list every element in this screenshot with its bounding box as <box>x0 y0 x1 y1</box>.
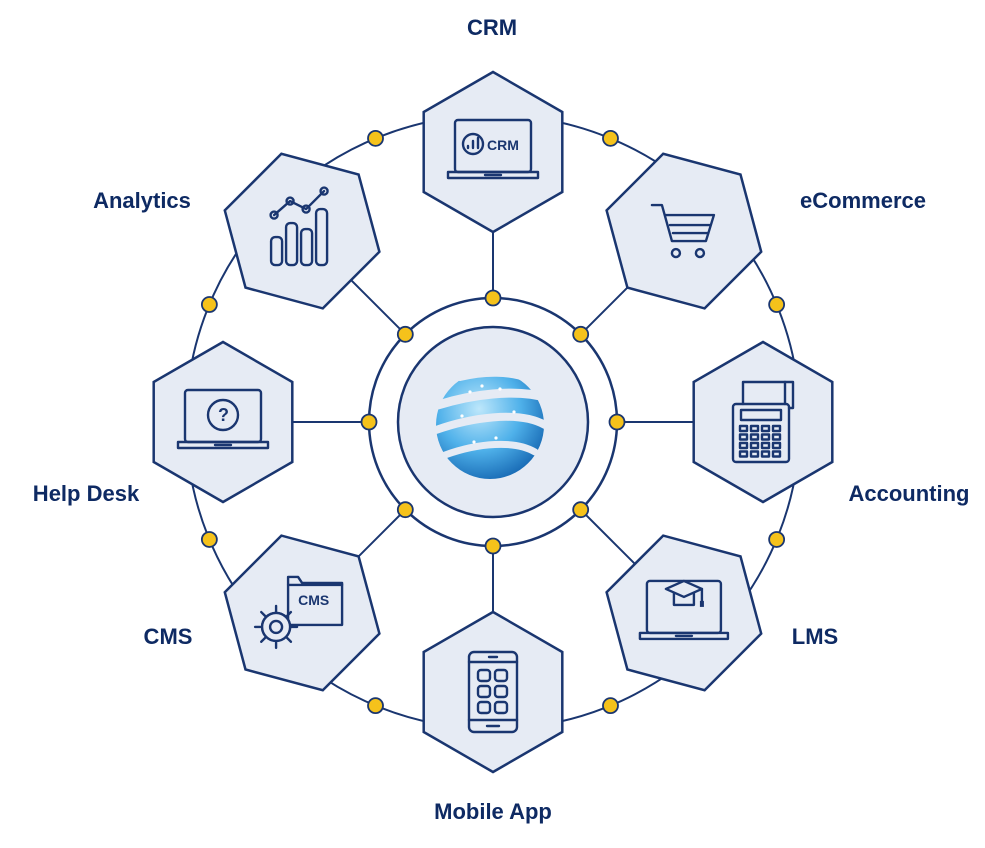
laptop-question-icon: ? <box>176 388 270 450</box>
ring-dot <box>602 129 619 147</box>
ring-dot <box>602 697 619 715</box>
ring-dot <box>200 296 218 313</box>
hexagon-ecommerce <box>605 152 763 310</box>
hexagon-nodes <box>152 70 834 774</box>
inner-dot-helpdesk <box>360 413 378 431</box>
ring-dot <box>768 296 786 313</box>
inner-dot-accounting <box>608 413 626 431</box>
hexagon-lms <box>605 534 763 692</box>
label-cms: CMS <box>143 624 193 649</box>
hexagon-helpdesk <box>152 340 294 504</box>
hexagon-cms <box>223 534 381 692</box>
calculator-icon <box>731 380 795 464</box>
inner-dot-ecommerce <box>572 325 590 343</box>
hexagon-crm <box>422 70 564 234</box>
inner-dot-lms <box>572 501 590 519</box>
svg-text:?: ? <box>218 405 229 425</box>
smartphone-icon <box>467 650 519 734</box>
label-mobile: Mobile App <box>434 799 552 824</box>
globe-logo-icon <box>432 370 553 479</box>
gear-folder-cms-icon: CMS <box>253 575 344 650</box>
svg-text:CMS: CMS <box>298 592 329 608</box>
label-accounting: Accounting <box>848 481 970 506</box>
inner-dot-analytics <box>396 325 414 343</box>
inner-dot-cms <box>396 501 414 519</box>
ring-dot <box>200 531 218 548</box>
ring-dot <box>367 697 384 715</box>
ring-dot <box>367 129 384 147</box>
label-helpdesk: Help Desk <box>32 481 140 506</box>
laptop-crm-icon: CRM <box>446 118 540 180</box>
inner-dot-mobile <box>484 537 502 555</box>
hexagon-mobile <box>422 610 564 774</box>
laptop-graduation-cap-icon <box>638 579 730 641</box>
inner-dot-crm <box>484 289 502 307</box>
ring-dot <box>768 531 786 548</box>
label-crm: CRM <box>466 15 518 40</box>
label-lms: LMS <box>791 624 839 649</box>
svg-text:CRM: CRM <box>487 137 519 153</box>
label-ecommerce: eCommerce <box>800 188 926 213</box>
node-icons: CRM CMS? <box>176 118 795 734</box>
hexagon-accounting <box>692 340 834 504</box>
connector-dots <box>200 129 786 715</box>
label-analytics: Analytics <box>93 188 191 213</box>
bar-chart-icon <box>269 186 329 267</box>
shopping-cart-icon <box>650 203 716 259</box>
